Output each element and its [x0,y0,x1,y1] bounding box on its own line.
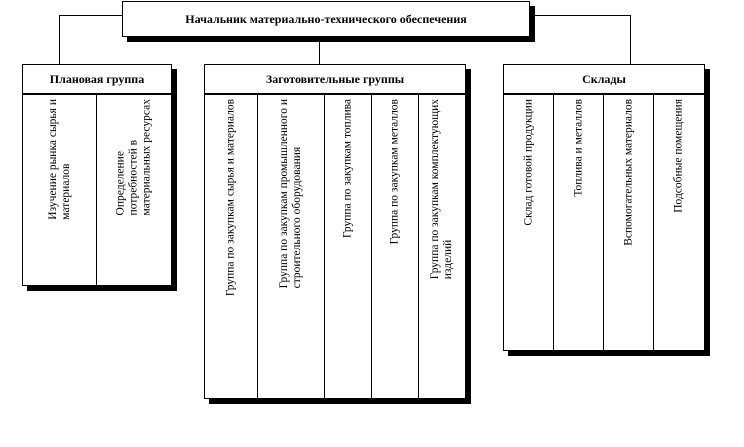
storage-item-fuel-metals: Топлива и металлов [553,94,604,351]
root-box: Начальник материально-технического обесп… [122,1,530,37]
group-procure-title: Заготовительные группы [265,71,405,86]
procure-item-equipment-text: Группа по закупкам промышленного и строи… [278,99,303,289]
storage-item-auxiliary-text: Вспомогательных материалов [622,99,634,246]
connector-root-left-v [59,15,60,64]
procure-item-metals: Группа по закупкам металлов [371,94,419,399]
plan-item-market-study-text: Изучение рынка сырья и материалов [46,99,72,220]
group-storage-title: Склады [582,71,626,86]
root-label: Начальник материально-технического обесп… [185,11,467,26]
procure-item-components: Группа по закупкам комплектующих изделий [418,94,466,399]
procure-item-raw-text: Группа по закупкам сырья и материалов [224,99,237,297]
plan-item-needs-definition-text: Определение потребностей в материальных … [114,99,153,216]
connector-root-left-h [59,15,122,16]
procure-item-components-text: Группа по закупкам комплектующих изделий [429,99,454,280]
procure-item-fuel-text: Группа по закупкам топлива [341,99,354,239]
group-plan-title: Плановая группа [49,71,145,86]
group-procure-header: Заготовительные группы [204,64,466,94]
storage-item-finished-text: Склад готовой продукции [522,99,534,226]
procure-item-metals-text: Группа по закупкам металлов [388,99,401,245]
procure-item-equipment: Группа по закупкам промышленного и строи… [257,94,325,399]
storage-item-auxiliary: Вспомогательных материалов [603,94,654,351]
connector-root-right-v [630,15,631,64]
storage-item-utility: Подсобные помещения [653,94,705,351]
connector-root-right-h [535,15,630,16]
storage-item-fuel-metals-text: Топлива и металлов [572,99,584,197]
group-plan-header: Плановая группа [22,64,172,94]
plan-item-needs-definition: Определение потребностей в материальных … [96,94,172,286]
storage-item-finished: Склад готовой продукции [503,94,554,351]
procure-item-fuel: Группа по закупкам топлива [324,94,372,399]
group-storage-header: Склады [503,64,705,94]
connector-root-middle-v [319,41,320,64]
plan-item-market-study: Изучение рынка сырья и материалов [22,94,97,286]
procure-item-raw: Группа по закупкам сырья и материалов [204,94,258,399]
storage-item-utility-text: Подсобные помещения [672,99,685,213]
